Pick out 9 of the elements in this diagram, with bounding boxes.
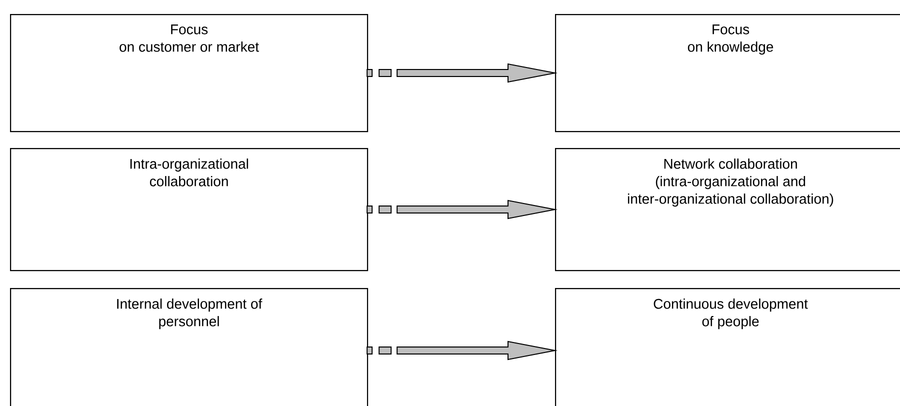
block-arrow — [366, 63, 558, 83]
block-arrow — [366, 200, 558, 220]
text-box: Focus on customer or market — [10, 14, 368, 132]
text-box: Focus on knowledge — [555, 14, 900, 132]
text-box: Intra-organizational collaboration — [10, 148, 368, 272]
text-box: Network collaboration (intra-organizational and inter-organizational collaboration) — [555, 148, 900, 272]
text-box: Internal development of personnel — [10, 288, 368, 406]
block-arrow — [366, 340, 558, 360]
text-box: Continuous development of people — [555, 288, 900, 406]
